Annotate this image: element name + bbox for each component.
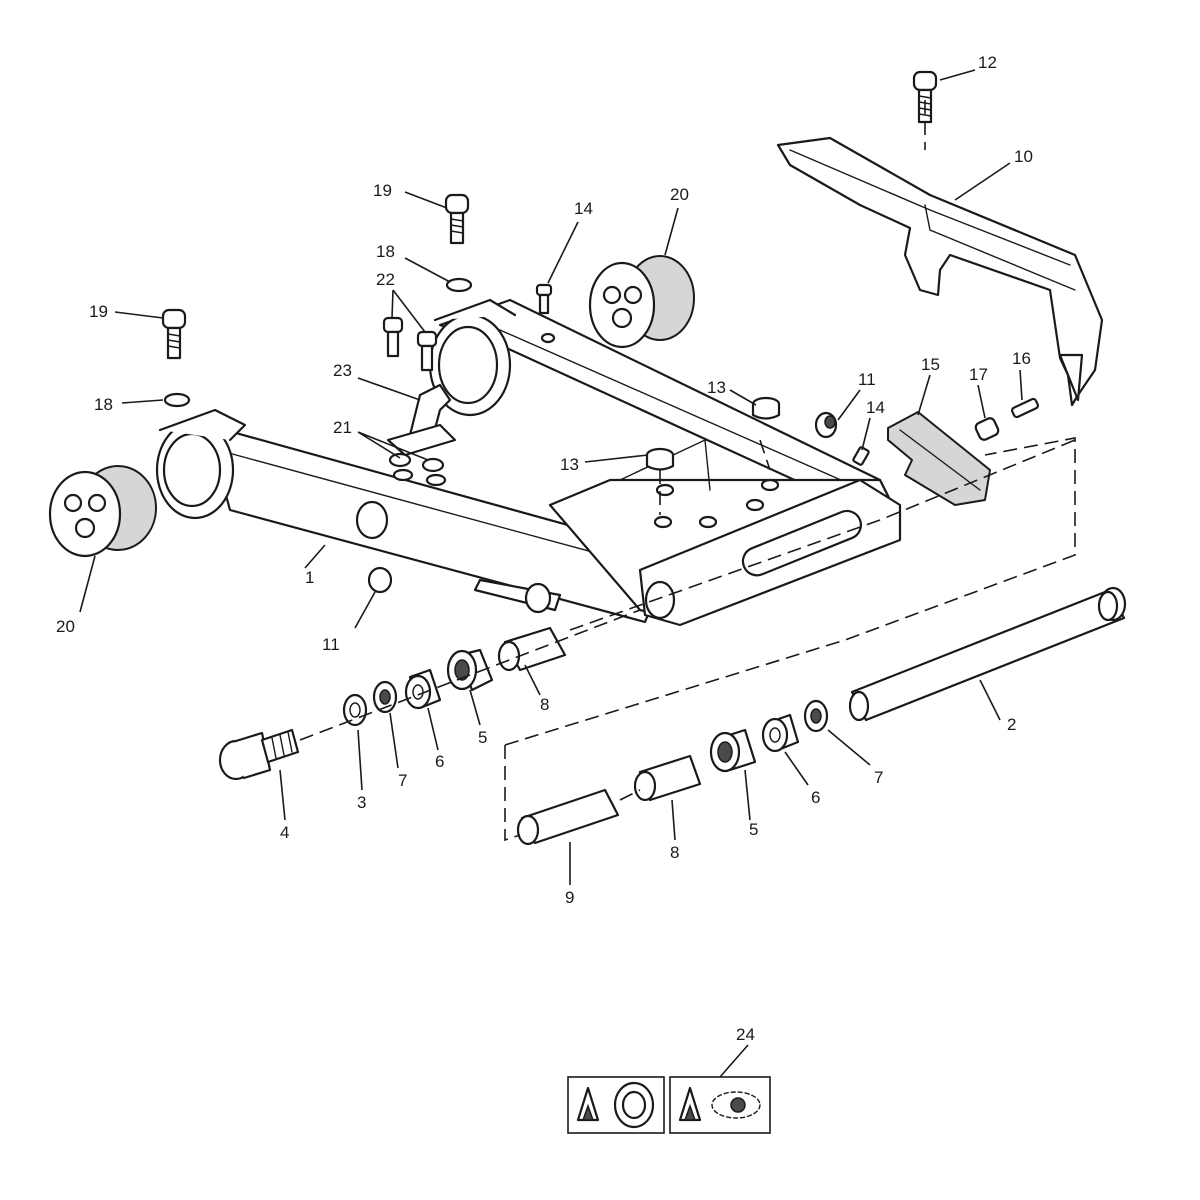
chain-guard [776,136,1104,407]
callout-15: 15 [921,355,940,374]
callout-10: 10 [1014,147,1033,166]
callout-11-right: 11 [858,370,876,389]
callout-14-right: 14 [866,398,885,417]
callout-11-left: 11 [322,635,340,654]
spindle-2 [848,586,1127,722]
bolt-19-right [444,193,470,245]
warning-bearing-icon [576,1081,655,1129]
callout-2: 2 [1007,715,1016,734]
kit-box-24 [567,1076,771,1134]
callout-9: 9 [565,888,574,907]
callout-16: 16 [1012,349,1031,368]
bush-6-lower [761,713,800,753]
spacer-17 [974,417,1000,441]
callout-18-right: 18 [376,242,395,261]
callout-20-right: 20 [670,185,689,204]
roller-20-left [48,465,157,558]
callout-6-lower: 6 [811,788,820,807]
callout-19-left: 19 [89,302,108,321]
callout-14-top: 14 [574,199,593,218]
bolt-14-right [852,446,870,466]
callout-13-left: 13 [560,455,579,474]
sleeve-8-lower [633,754,702,802]
leader-lines [79,69,1023,1078]
callout-7-upper: 7 [398,771,407,790]
bolt-19-left [161,308,187,360]
callout-20-left: 20 [56,617,75,636]
callout-4: 4 [280,823,289,842]
chain-slider-15 [887,411,991,506]
sleeve-8-upper [497,626,567,672]
callout-23: 23 [333,361,352,380]
nuts-21 [388,452,447,487]
callout-22: 22 [376,270,395,289]
pivot-bolt-4 [218,728,300,781]
plug-11-right [814,411,838,439]
bearing-5-lower [709,728,757,773]
plug-11-left [367,566,393,594]
cap-13-right [751,396,781,420]
callout-13-right: 13 [707,378,726,397]
callout-21: 21 [333,418,352,437]
bolt-22-right [416,330,438,372]
callout-6-upper: 6 [435,752,444,771]
warning-chain-icon [678,1086,761,1122]
assembly-lines [299,100,1076,842]
bolt-12 [912,70,938,124]
callout-5-lower: 5 [749,820,758,839]
callout-8-lower: 8 [670,843,679,862]
bearing-5-upper [446,648,494,692]
callout-labels: 1 2 3 4 5 5 6 6 7 7 8 8 9 10 11 11 12 13… [56,53,1033,1044]
washer-3 [342,693,368,727]
callout-17: 17 [969,365,988,384]
sleeve-9 [516,788,620,846]
callout-24: 24 [736,1025,755,1044]
washer-18-left [163,392,191,408]
callout-3: 3 [357,793,366,812]
bolt-14-top [535,283,553,315]
callout-7-lower: 7 [874,768,883,787]
bracket-23 [386,383,457,457]
cap-13-left [645,447,675,471]
roller-20-right [588,255,695,349]
callout-1: 1 [305,568,314,587]
callout-18-left: 18 [94,395,113,414]
callout-5-upper: 5 [478,728,487,747]
bolt-22-left [382,316,404,358]
swingarm [155,298,902,627]
screw-16 [1010,397,1040,419]
callout-12: 12 [978,53,997,72]
callout-19-right: 19 [373,181,392,200]
washer-18-right [445,277,473,293]
bush-6-upper [404,668,442,710]
callout-8-upper: 8 [540,695,549,714]
